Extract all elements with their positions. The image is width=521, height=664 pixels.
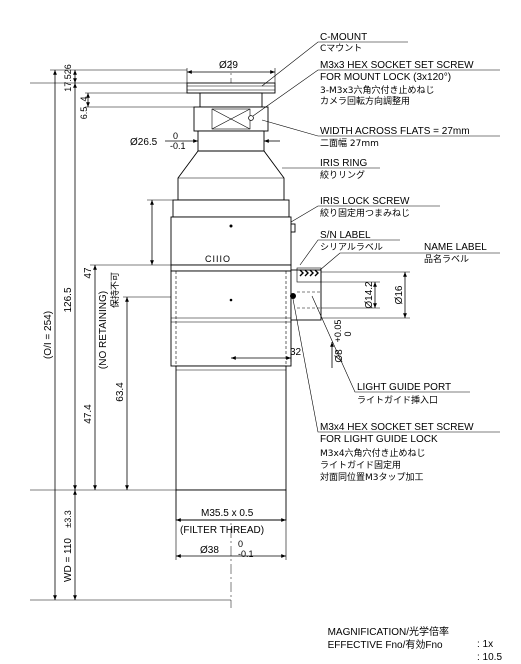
dim-d8: Ø8	[334, 349, 345, 363]
c-mount-jp: Cマウント	[320, 43, 362, 54]
dim-filter-thread: M35.5 x 0.5	[201, 508, 254, 519]
callouts: C-MOUNT Cマウント M3x3 HEX SOCKET SET SCREW …	[98, 32, 487, 483]
dimension-lines	[30, 68, 410, 601]
lg-set-screw-jp2: ライトガイド固定用	[320, 459, 401, 471]
sn-label-jp: シリアルラベル	[320, 242, 383, 253]
lg-set-screw-en2: FOR LIGHT GUIDE LOCK	[320, 434, 438, 445]
lens-body	[170, 82, 322, 521]
fno-value: : 10.5	[477, 652, 503, 663]
dim-filter-thread-label: (FILTER THREAD)	[180, 525, 264, 536]
dim-wd: WD = 110	[63, 538, 74, 582]
fno-label: EFFECTIVE Fno/有効Fno	[327, 640, 443, 651]
width-flats-en: WIDTH ACROSS FLATS = 27mm	[320, 126, 470, 137]
lens-barrel	[175, 365, 287, 491]
dim-63-4: 63.4	[115, 382, 126, 402]
light-guide-port-en: LIGHT GUIDE PORT	[357, 382, 451, 393]
name-label-jp: 品名ラベル	[424, 253, 469, 265]
iris-ring-jp: 絞りリング	[320, 169, 365, 181]
c-mount-en: C-MOUNT	[320, 32, 367, 43]
sn-label-en: S/N LABEL	[320, 230, 371, 241]
lg-set-screw-jp1: M3x4六角穴付き止めねじ	[320, 447, 426, 459]
mount-set-screw-jp2: カメラ回転方向調整用	[320, 95, 410, 107]
dim-6-5: 6.5	[79, 107, 89, 120]
lower-body	[170, 270, 292, 367]
iris-housing	[172, 199, 290, 218]
dim-d38: Ø38	[200, 545, 219, 556]
dim-oi: (O/I = 254)	[43, 311, 54, 359]
light-guide-set-screw	[290, 293, 296, 299]
leader-lines	[252, 41, 500, 433]
iris-ring-en: IRIS RING	[320, 158, 367, 169]
name-label-plate	[296, 267, 322, 283]
c-mount-thread	[186, 82, 276, 94]
light-guide-hole	[229, 298, 233, 302]
dim-d26-5: Ø26.5	[130, 137, 158, 148]
neck-section	[197, 130, 265, 152]
dim-wd-tol: ±3.3	[63, 510, 73, 527]
dim-126-5: 126.5	[63, 287, 74, 312]
mount-set-screw-jp1: 3-M3x3六角穴付き止めねじ	[320, 84, 435, 96]
iris-lock-en: IRIS LOCK SCREW	[320, 196, 410, 207]
dim-17-526: 17.526	[63, 64, 73, 92]
lg-set-screw-en1: M3x4 HEX SOCKET SET SCREW	[320, 422, 474, 433]
groove-ring	[170, 264, 292, 272]
dimension-texts: Ø29 Ø26.5 0 -0.1 17.526 6.5 4 47 126.5 (…	[43, 60, 405, 582]
dim-d26-5-tol-upper: 0	[173, 131, 178, 141]
light-guide-port-body	[290, 269, 322, 321]
dim-d38-tol-lower: -0.1	[238, 549, 254, 559]
name-label-en: NAME LABEL	[424, 242, 487, 253]
magnification-row: MAGNIFICATION/光学倍率 : 1x	[322, 615, 494, 651]
width-flats-jp: 二面幅 27mm	[320, 137, 379, 149]
lg-set-screw-jp3: 対面同位置M3タップ加工	[320, 471, 424, 483]
mount-collar	[199, 92, 263, 108]
mount-set-screw-en1: M3x3 HEX SOCKET SET SCREW	[320, 60, 474, 71]
no-retaining-en: (NO RETAINING)	[98, 291, 109, 369]
dim-d8-tol-lower: 0	[343, 331, 353, 336]
mount-set-screw	[248, 115, 254, 121]
dim-32: 32	[290, 347, 302, 358]
dim-d26-5-tol-lower: -0.1	[170, 141, 186, 151]
light-guide-port-jp: ライトガイド挿入口	[357, 394, 438, 406]
no-retaining-jp: 保持不可	[109, 272, 121, 308]
magnification-label: MAGNIFICATION/光学倍率	[327, 627, 450, 638]
magnification-value: : 1x	[477, 639, 494, 650]
dim-d38-tol-upper: 0	[238, 539, 243, 549]
brand-logo: CIIIO	[205, 254, 231, 264]
upper-body-hole	[229, 224, 233, 228]
dim-47: 47	[83, 267, 94, 279]
mount-set-screw-en2: FOR MOUNT LOCK (3x120°)	[320, 72, 451, 83]
dim-d8-tol-upper: +0.05	[333, 320, 343, 343]
dim-d29: Ø29	[219, 60, 238, 71]
dim-47-4: 47.4	[83, 404, 94, 424]
dim-d16: Ø16	[394, 285, 405, 304]
dim-d14-2: Ø14.2	[364, 281, 375, 309]
iris-lock-jp: 絞り固定用つまみねじ	[320, 207, 410, 219]
iris-ring	[177, 150, 285, 201]
filter-thread-section	[175, 489, 287, 521]
fno-row: EFFECTIVE Fno/有効Fno : 10.5	[322, 628, 502, 664]
dim-4: 4	[79, 96, 89, 101]
